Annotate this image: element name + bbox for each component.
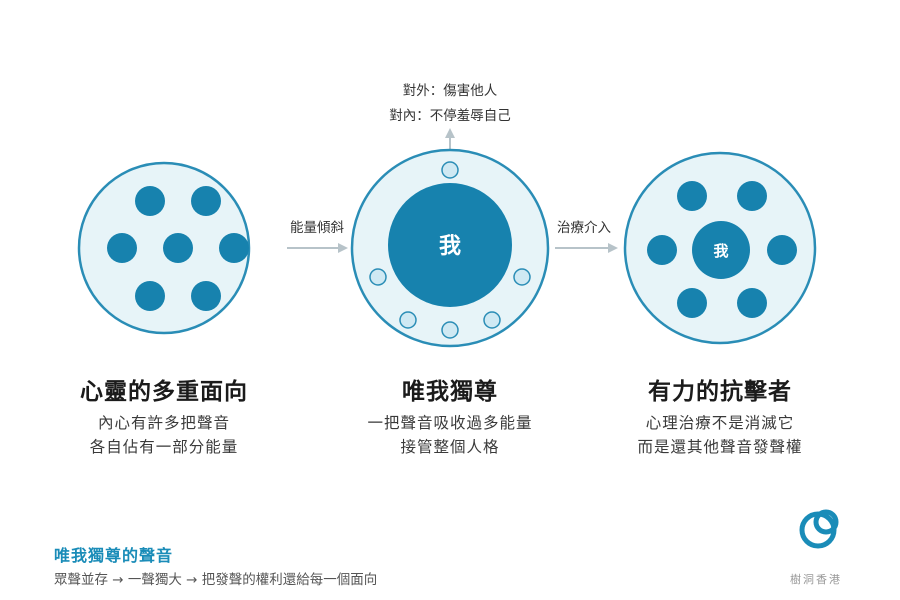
top-note-line1: 對外：傷害他人 xyxy=(403,83,498,99)
arrow-left-label: 能量傾斜 xyxy=(290,220,344,236)
column-title-3: 有力的抗擊者 xyxy=(648,379,792,405)
column-line: 各自佔有一部分能量 xyxy=(89,438,239,456)
column-title-2: 唯我獨尊 xyxy=(402,379,498,405)
column-line: 而是還其他聲音發聲權 xyxy=(637,438,803,456)
voice-dot xyxy=(163,233,193,263)
voice-dot xyxy=(677,288,707,318)
column-line: 心理治療不是消滅它 xyxy=(645,414,795,432)
brand-name: 樹洞香港 xyxy=(790,573,842,586)
column-title-1: 心靈的多重面向 xyxy=(80,379,248,405)
small-voice-dot xyxy=(441,161,459,179)
small-voice-dot xyxy=(399,311,417,329)
voice-dot xyxy=(191,281,221,311)
voice-dot xyxy=(191,186,221,216)
voice-dot xyxy=(135,281,165,311)
voice-dot xyxy=(737,181,767,211)
voice-dot xyxy=(107,233,137,263)
footer-title: 唯我獨尊的聲音 xyxy=(54,546,174,565)
voice-dot xyxy=(677,181,707,211)
circle-many-voices xyxy=(77,161,251,335)
small-voice-dot xyxy=(441,321,459,339)
column-line: 內心有許多把聲音 xyxy=(97,414,230,432)
circle-balanced: 我 xyxy=(623,151,817,345)
voice-dot xyxy=(737,288,767,318)
small-voice-dot xyxy=(369,268,387,286)
self-label: 我 xyxy=(713,242,728,260)
voice-dot xyxy=(647,235,677,265)
arrow-right-label: 治療介入 xyxy=(557,219,611,236)
top-note-line2: 對內：不停羞辱自己 xyxy=(389,107,511,124)
column-line: 接管整個人格 xyxy=(400,438,500,456)
small-voice-dot xyxy=(483,311,501,329)
brand-logo xyxy=(799,509,839,549)
voice-dot xyxy=(219,233,249,263)
self-label: 我 xyxy=(439,234,461,259)
circle-dominant-self: 我 xyxy=(350,148,550,348)
voice-dot xyxy=(767,235,797,265)
voice-dot xyxy=(135,186,165,216)
footer-subtitle: 眾聲並存 → 一聲獨大 → 把發聲的權利還給每一個面向 xyxy=(54,572,378,588)
small-voice-dot xyxy=(513,268,531,286)
self-core xyxy=(692,221,750,279)
column-line: 一把聲音吸收過多能量 xyxy=(367,414,533,432)
self-core xyxy=(388,183,512,307)
